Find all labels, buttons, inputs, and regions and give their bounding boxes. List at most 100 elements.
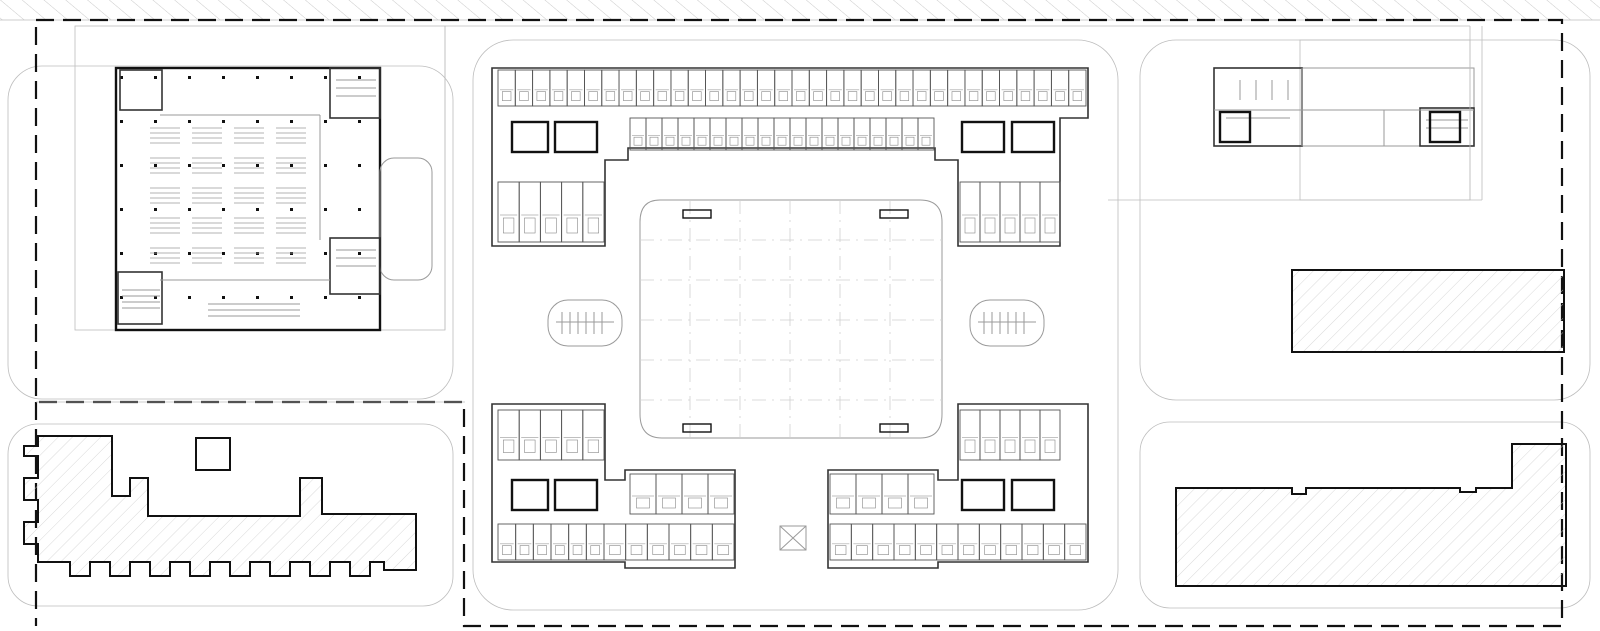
dorm-unit-north-outer <box>878 69 897 107</box>
structural-column <box>154 296 157 299</box>
dorm-unit-north-outer <box>584 69 603 107</box>
structural-column <box>154 208 157 211</box>
dorm-unit-south-west-outer <box>515 523 534 561</box>
drain-ne <box>879 209 909 219</box>
dorm-unit-west-south <box>582 409 605 461</box>
dorm-unit-north-outer <box>497 69 516 107</box>
seat-block <box>192 127 222 144</box>
structural-column <box>188 296 191 299</box>
dorm-unit-north-inner <box>645 117 663 151</box>
seat-block <box>150 247 180 264</box>
structural-column <box>120 120 123 123</box>
dorm-unit-north-outer <box>999 69 1018 107</box>
dorm-unit-south-west-outer <box>532 523 552 561</box>
dorm-unit-south-west-inner <box>625 523 648 561</box>
dorm-unit-south-east-inner <box>872 523 895 561</box>
structural-column <box>324 164 327 167</box>
dorm-unit-north-outer <box>687 69 706 107</box>
dorm-unit-west-north <box>582 181 605 243</box>
dorm-unit-north-outer <box>670 69 689 107</box>
dorm-unit-north-outer <box>912 69 931 107</box>
dorm-unit-north-outer <box>981 69 1000 107</box>
dorm-unit-west-north <box>561 181 584 243</box>
dorm-unit-north-inner <box>869 117 887 151</box>
dorm-unit-north-inner <box>757 117 775 151</box>
paving-north-left <box>7 65 454 400</box>
dorm-unit-east-north <box>959 181 981 243</box>
dorm-unit-north-inner <box>773 117 791 151</box>
dorm-unit-north-outer <box>947 69 966 107</box>
seat-block <box>234 217 264 234</box>
dorm-unit-north-inner <box>917 117 935 151</box>
structural-column <box>120 164 123 167</box>
dorm-unit-north-outer <box>929 69 949 107</box>
dorm-unit-north-outer <box>843 69 862 107</box>
structural-column <box>290 208 293 211</box>
dorm-unit-east-north <box>1019 181 1041 243</box>
structural-column <box>256 252 259 255</box>
site-connector-lines <box>36 25 1483 403</box>
seat-block <box>150 157 180 174</box>
structural-column <box>256 296 259 299</box>
dorm-unit-south-west-inner <box>690 523 713 561</box>
dorm-unit-north-inner <box>901 117 919 151</box>
dorm-unit-north-outer <box>1050 69 1070 107</box>
structural-column <box>222 296 225 299</box>
dorm-unit-south-east-wing <box>881 473 909 515</box>
seat-block <box>150 217 180 234</box>
future-building-south-left-annex <box>195 437 231 471</box>
dorm-unit-north-outer <box>635 69 655 107</box>
dorm-unit-north-inner <box>789 117 807 151</box>
structural-column <box>120 208 123 211</box>
dorm-unit-south-east-wing <box>907 473 935 515</box>
dorm-unit-north-inner <box>629 117 647 151</box>
structural-column <box>290 120 293 123</box>
dorm-unit-south-east-outer <box>1064 523 1087 561</box>
structural-column <box>358 76 361 79</box>
paving-central <box>472 39 1119 611</box>
dorm-unit-north-outer <box>1016 69 1035 107</box>
dorm-unit-north-inner <box>821 117 839 151</box>
structural-column <box>188 120 191 123</box>
structural-column <box>256 208 259 211</box>
dorm-unit-west-south <box>497 409 520 461</box>
north-east-building <box>1213 67 1475 147</box>
dorm-unit-north-outer <box>566 69 585 107</box>
structural-column <box>358 208 361 211</box>
north-road-hatch-band <box>0 0 1600 21</box>
structural-column <box>188 164 191 167</box>
seat-block <box>150 187 180 204</box>
dorm-unit-north-outer <box>722 69 741 107</box>
site-boundary <box>34 18 1564 628</box>
teaching-building <box>114 66 433 332</box>
dorm-unit-north-inner <box>709 117 727 151</box>
structural-column <box>120 296 123 299</box>
dorm-unit-north-outer <box>653 69 672 107</box>
structural-column <box>290 164 293 167</box>
dorm-unit-north-outer <box>774 69 793 107</box>
structural-column <box>222 252 225 255</box>
dorm-unit-south-west-outer <box>585 523 605 561</box>
structural-column <box>222 76 225 79</box>
dorm-unit-north-outer <box>514 69 534 107</box>
paving-south-left <box>7 423 454 607</box>
dorm-unit-north-inner <box>853 117 871 151</box>
seat-block <box>192 157 222 174</box>
stair-pavilion-west <box>547 299 623 347</box>
seat-block <box>192 217 222 234</box>
dorm-unit-west-north <box>539 181 563 243</box>
structural-column <box>358 296 361 299</box>
structural-column <box>154 76 157 79</box>
dorm-unit-north-inner <box>725 117 743 151</box>
dorm-unit-east-north <box>979 181 1001 243</box>
dorm-unit-south-east-inner <box>829 523 852 561</box>
dorm-unit-south-west-outer <box>550 523 570 561</box>
seat-block <box>276 157 306 174</box>
dorm-unit-south-west-wing <box>681 473 709 515</box>
paving-south-right <box>1139 421 1591 609</box>
dorm-unit-south-east-wing <box>855 473 883 515</box>
seat-block <box>276 127 306 144</box>
dorm-unit-south-west-outer <box>568 523 587 561</box>
dorm-unit-east-south <box>1039 409 1061 461</box>
